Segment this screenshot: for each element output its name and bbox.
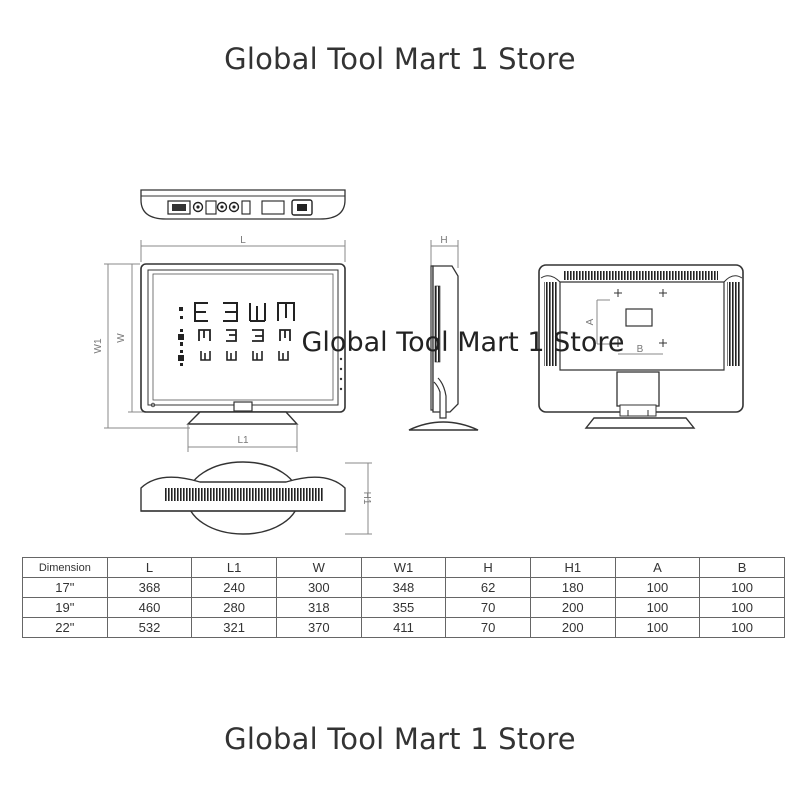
table-row: 22" 532 321 370 411 70 200 100 100 bbox=[22, 617, 785, 638]
table-cell: 19" bbox=[22, 597, 108, 618]
column-header: A bbox=[614, 557, 701, 578]
dimension-label-a: A bbox=[585, 318, 596, 325]
table-cell: 355 bbox=[360, 597, 447, 618]
table-cell: 368 bbox=[106, 577, 193, 598]
column-header: W1 bbox=[360, 557, 447, 578]
store-title-bottom: Global Tool Mart 1 Store bbox=[224, 722, 576, 756]
table-cell: 460 bbox=[106, 597, 193, 618]
side-view: H bbox=[408, 235, 479, 431]
watermark-text: Global Tool Mart 1 Store bbox=[302, 327, 625, 358]
table-cell: 318 bbox=[275, 597, 362, 618]
table-cell: 370 bbox=[275, 617, 362, 638]
table-cell: 411 bbox=[360, 617, 447, 638]
table-cell: 100 bbox=[614, 577, 701, 598]
dimension-label-b: B bbox=[637, 344, 644, 355]
table-row: 19" 460 280 318 355 70 200 100 100 bbox=[22, 597, 785, 618]
table-cell: 70 bbox=[445, 617, 531, 638]
dimension-label-w1: W1 bbox=[93, 338, 104, 353]
table-cell: 100 bbox=[699, 597, 785, 618]
table-cell: 100 bbox=[699, 617, 785, 638]
table-cell: 532 bbox=[106, 617, 193, 638]
table-cell: 22" bbox=[22, 617, 108, 638]
column-header: L bbox=[106, 557, 193, 578]
dimension-label-l1: L1 bbox=[237, 435, 249, 446]
table-cell: 200 bbox=[529, 617, 616, 638]
dimension-label-h1: H1 bbox=[361, 492, 372, 505]
column-header: L1 bbox=[191, 557, 277, 578]
dimension-label-w: W bbox=[116, 333, 127, 343]
table-cell: 17" bbox=[22, 577, 108, 598]
table-cell: 200 bbox=[529, 597, 616, 618]
table-cell: 240 bbox=[191, 577, 277, 598]
table-cell: 321 bbox=[191, 617, 277, 638]
table-cell: 100 bbox=[614, 597, 701, 618]
dimension-label-h: H bbox=[440, 235, 447, 246]
store-title-top: Global Tool Mart 1 Store bbox=[224, 42, 576, 76]
front-view: L W1 W bbox=[93, 235, 346, 452]
monitor-technical-drawing: L W1 W bbox=[93, 189, 744, 535]
column-header: H bbox=[445, 557, 531, 578]
table-cell: 348 bbox=[360, 577, 447, 598]
column-header: Dimension bbox=[22, 557, 108, 578]
table-cell: 100 bbox=[614, 617, 701, 638]
table-cell: 100 bbox=[699, 577, 785, 598]
dimension-label-l: L bbox=[240, 235, 246, 246]
table-cell: 300 bbox=[275, 577, 362, 598]
table-cell: 62 bbox=[445, 577, 531, 598]
column-header: H1 bbox=[529, 557, 616, 578]
table-cell: 70 bbox=[445, 597, 531, 618]
rear-view: A B bbox=[538, 264, 744, 429]
column-header: W bbox=[275, 557, 362, 578]
table-cell: 180 bbox=[529, 577, 616, 598]
column-header: B bbox=[699, 557, 785, 578]
table-row: 17" 368 240 300 348 62 180 100 100 bbox=[22, 577, 785, 598]
table-header-row: Dimension L L1 W W1 H H1 A B bbox=[22, 557, 785, 578]
table-cell: 280 bbox=[191, 597, 277, 618]
dimension-table: Dimension L L1 W W1 H H1 A B 17" 368 240… bbox=[22, 557, 785, 638]
bottom-view: H1 bbox=[140, 461, 372, 535]
connector-panel-view bbox=[140, 189, 346, 220]
